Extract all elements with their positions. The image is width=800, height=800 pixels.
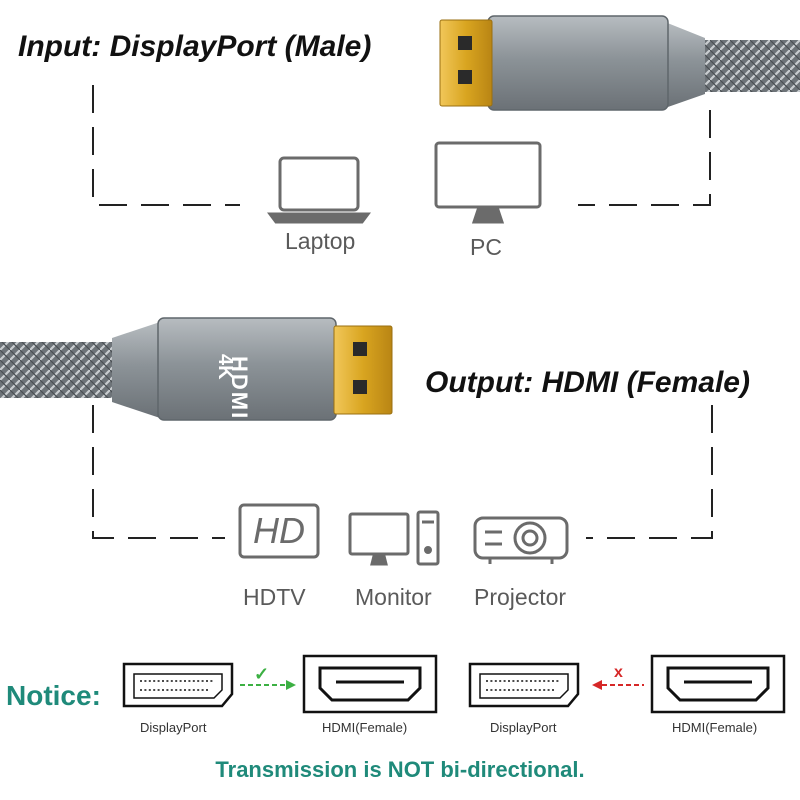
reverse-arrow-icon: [592, 680, 644, 690]
device-label-laptop: Laptop: [285, 228, 356, 254]
hdtv-icon: [238, 503, 320, 559]
output-title: Output: HDMI (Female): [425, 366, 750, 399]
cable-label-4k: 4K: [214, 354, 236, 380]
hdmi-cable: [0, 317, 393, 421]
output-dashed-line: [92, 405, 713, 539]
check-mark-icon: ✓: [254, 664, 270, 684]
device-label-pc: PC: [470, 234, 502, 260]
hdtv-icon-text: HD: [253, 510, 305, 551]
notice-right-source-label: DisplayPort: [490, 720, 557, 735]
input-title: Input: DisplayPort (Male): [18, 30, 372, 63]
device-label-hdtv: HDTV: [243, 584, 306, 610]
device-label-monitor: Monitor: [355, 584, 432, 610]
cross-mark-icon: x: [614, 664, 623, 681]
notice-left-source-label: DisplayPort: [140, 720, 207, 735]
forward-arrow-icon: [240, 680, 296, 690]
displayport-port-icon-right: [468, 662, 580, 708]
notice-left-target-label: HDMI(Female): [322, 720, 408, 735]
device-label-projector: Projector: [474, 584, 567, 610]
input-dashed-line: [92, 85, 711, 206]
pc-monitor-icon: [434, 141, 542, 224]
desktop-computer-icon: [348, 510, 440, 566]
displayport-port-icon: [122, 662, 234, 708]
notice-message: Transmission is NOT bi-directional.: [215, 757, 585, 782]
hdmi-port-icon: [302, 654, 438, 714]
projector-icon: [473, 516, 569, 564]
laptop-icon: [267, 156, 371, 224]
displayport-cable: [439, 15, 800, 111]
notice-right-target-label: HDMI(Female): [672, 720, 758, 735]
hdmi-port-icon-right: [650, 654, 786, 714]
notice-label: Notice:: [6, 680, 101, 711]
